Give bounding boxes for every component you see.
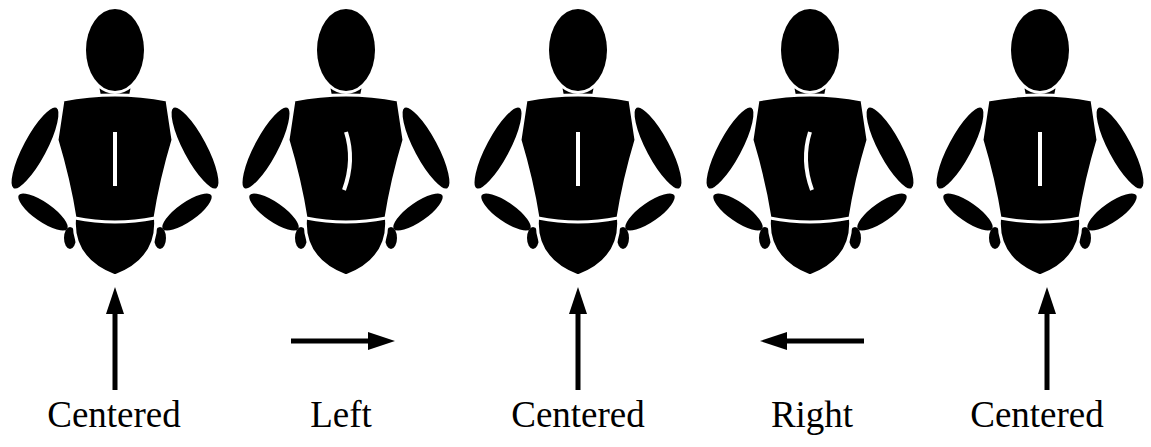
centered-figure: [1, 9, 228, 276]
right-arrow: [291, 332, 395, 350]
position-label: Left: [231, 395, 451, 436]
position-label: Right: [702, 395, 922, 436]
up-arrow: [1038, 287, 1056, 390]
centered-figure: [926, 9, 1151, 276]
position-label: Centered: [4, 395, 224, 436]
left-figure: [232, 9, 459, 276]
up-arrow: [569, 287, 587, 390]
up-arrow: [106, 287, 124, 390]
position-label: Centered: [927, 395, 1147, 436]
position-label: Centered: [468, 395, 688, 436]
right-figure: [696, 9, 923, 276]
centered-figure: [464, 9, 691, 276]
left-arrow: [760, 332, 864, 350]
